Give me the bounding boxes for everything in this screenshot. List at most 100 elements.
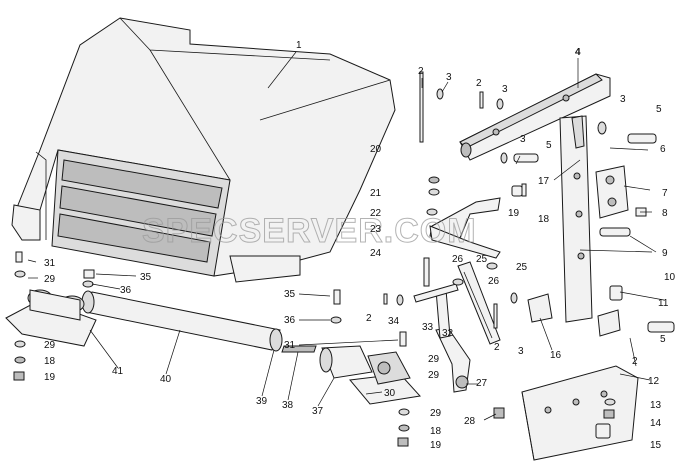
washer-25b (452, 278, 464, 286)
callout-18: 18 (44, 356, 56, 367)
callout-32: 32 (442, 328, 454, 339)
callout-3: 3 (518, 346, 524, 357)
post-10 (559, 115, 593, 323)
callout-29: 29 (428, 354, 440, 365)
link-32 (413, 283, 459, 339)
washer-29-right (398, 408, 410, 416)
angle-bracket-16 (527, 293, 553, 323)
washer-29-left (14, 270, 26, 278)
callout-15: 15 (650, 440, 662, 451)
callout-2: 2 (418, 66, 424, 77)
crossbar-4 (459, 73, 611, 161)
pin-2c (383, 293, 388, 305)
callout-27: 27 (476, 378, 488, 389)
support-tube-40 (81, 290, 283, 352)
callout-29: 29 (44, 340, 56, 351)
callout-3: 3 (502, 84, 508, 95)
callout-3: 3 (620, 94, 626, 105)
callout-26: 26 (488, 276, 500, 287)
nut-20 (428, 176, 440, 184)
callout-34: 34 (388, 316, 400, 327)
callout-36: 36 (120, 285, 132, 296)
callout-18: 18 (538, 214, 550, 225)
callout-28: 28 (464, 416, 476, 427)
washer-22 (426, 208, 438, 216)
callout-20: 20 (370, 144, 382, 155)
washer-29-l2 (14, 340, 26, 348)
washer-3-b (496, 98, 504, 110)
callout-29: 29 (44, 274, 56, 285)
callout-33: 33 (422, 322, 434, 333)
watermark-text: SPECSERVER.COM (142, 212, 477, 250)
bolt-31-left (15, 251, 23, 263)
hinge-bracket-41 (5, 289, 97, 347)
callout-39: 39 (256, 396, 268, 407)
pin-2a (479, 91, 484, 109)
nut-19-left (13, 371, 25, 381)
callout-38: 38 (282, 400, 294, 411)
callout-40: 40 (160, 374, 172, 385)
callout-37: 37 (312, 406, 324, 417)
callout-19: 19 (44, 372, 56, 383)
callout-21: 21 (370, 188, 382, 199)
washer-34 (396, 294, 404, 306)
callout-7: 7 (662, 188, 668, 199)
callout-12: 12 (648, 376, 660, 387)
callout-17: 17 (538, 176, 550, 187)
bolt-15 (595, 423, 611, 439)
callout-29: 29 (428, 370, 440, 381)
callout-29: 29 (430, 408, 442, 419)
callout-19: 19 (508, 208, 520, 219)
callout-2: 2 (366, 313, 372, 324)
bolt-9 (599, 227, 631, 237)
nut-19-right (397, 437, 409, 447)
callout-3: 3 (520, 134, 526, 145)
washer-18-left (14, 356, 26, 364)
callout-16: 16 (550, 350, 562, 361)
tube-37 (319, 345, 373, 379)
bolt-35-left (83, 269, 95, 279)
callout-11: 11 (658, 298, 669, 309)
callout-13: 13 (650, 400, 662, 411)
washer-3-d (500, 152, 508, 164)
callout-31: 31 (284, 340, 296, 351)
callout-2: 2 (494, 342, 500, 353)
bolt-31-right (399, 331, 407, 347)
bracket-7 (595, 165, 629, 219)
washer-13 (604, 398, 616, 406)
callout-23: 23 (370, 224, 382, 235)
callout-25: 25 (476, 254, 488, 265)
leader-lines (27, 51, 665, 421)
bushing-19 (511, 185, 523, 197)
callout-5: 5 (656, 104, 662, 115)
callout-labels: 1 2 3 2 3 4 3 5 3 5 6 20 21 17 7 19 18 2… (44, 40, 676, 451)
callout-9: 9 (662, 248, 668, 259)
washer-18-right (398, 424, 410, 432)
callout-14: 14 (650, 418, 662, 429)
pin-18 (521, 183, 527, 197)
nut-14 (603, 409, 615, 419)
rod-23 (429, 197, 501, 259)
callout-1: 1 (296, 40, 302, 51)
callout-26: 26 (452, 254, 464, 265)
washer-36-right (330, 316, 342, 324)
nut-28 (493, 407, 505, 419)
callout-10: 10 (664, 272, 676, 283)
callout-25: 25 (516, 262, 528, 273)
callout-6: 6 (660, 144, 666, 155)
washer-3-c (597, 121, 607, 135)
callout-5: 5 (660, 334, 666, 345)
bolt-5-right (647, 321, 675, 333)
pin-2b (493, 303, 498, 329)
callout-35: 35 (140, 272, 152, 283)
pin-24 (423, 257, 430, 287)
callout-35: 35 (284, 289, 296, 300)
callout-41: 41 (112, 366, 124, 377)
plate-26 (457, 261, 501, 345)
callout-30: 30 (384, 388, 396, 399)
rod-2 (419, 71, 424, 143)
callout-36: 36 (284, 315, 296, 326)
callout-22: 22 (370, 208, 382, 219)
